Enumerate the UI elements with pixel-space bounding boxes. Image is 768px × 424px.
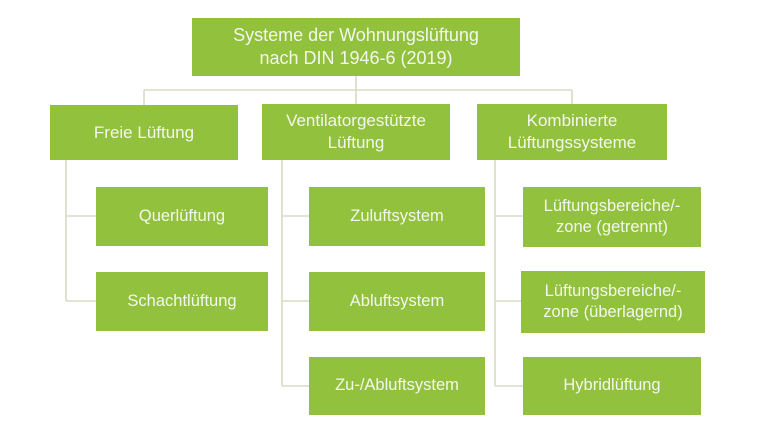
node-label: Kombinierte Lüftungssysteme <box>507 111 637 152</box>
node-hybridlueftung: Hybridlüftung <box>523 357 701 415</box>
node-label: Lüftungsbereiche/-zone (getrennt) <box>543 196 681 236</box>
node-label: Zu-/Abluftsystem <box>335 376 459 395</box>
node-label: Schachtlüftung <box>127 291 237 310</box>
node-lueftungsbereiche-zone-ueberlagernd: Lüftungsbereiche/-zone (überlagernd) <box>521 271 705 333</box>
node-querlueftung: Querlüftung <box>96 187 268 246</box>
node-kombinierte-lueftungssysteme: Kombinierte Lüftungssysteme <box>477 104 667 160</box>
node-label: Hybridlüftung <box>563 376 661 395</box>
node-label: Freie Lüftung <box>93 122 195 142</box>
node-freie-lueftung: Freie Lüftung <box>50 105 238 160</box>
node-label: Lüftungsbereiche/-zone (überlagernd) <box>543 281 683 321</box>
node-schachtlueftung: Schachtlüftung <box>96 272 268 331</box>
node-label: Abluftsystem <box>349 291 445 310</box>
node-label: Ventilatorgestützte Lüftung <box>286 111 426 152</box>
node-zu-abluftsystem: Zu-/Abluftsystem <box>309 357 485 415</box>
node-label: Querlüftung <box>138 206 226 225</box>
node-systeme-der-wohnungslueftung: Systeme der Wohnungslüftung nach DIN 194… <box>192 18 520 76</box>
node-zuluftsystem: Zuluftsystem <box>309 187 485 246</box>
node-label: Systeme der Wohnungslüftung nach DIN 194… <box>233 24 479 68</box>
node-abluftsystem: Abluftsystem <box>309 272 485 331</box>
node-lueftungsbereiche-zone-getrennt: Lüftungsbereiche/-zone (getrennt) <box>523 187 701 247</box>
node-ventilatorgestuetzte-lueftung: Ventilatorgestützte Lüftung <box>262 104 450 160</box>
node-label: Zuluftsystem <box>350 206 444 225</box>
